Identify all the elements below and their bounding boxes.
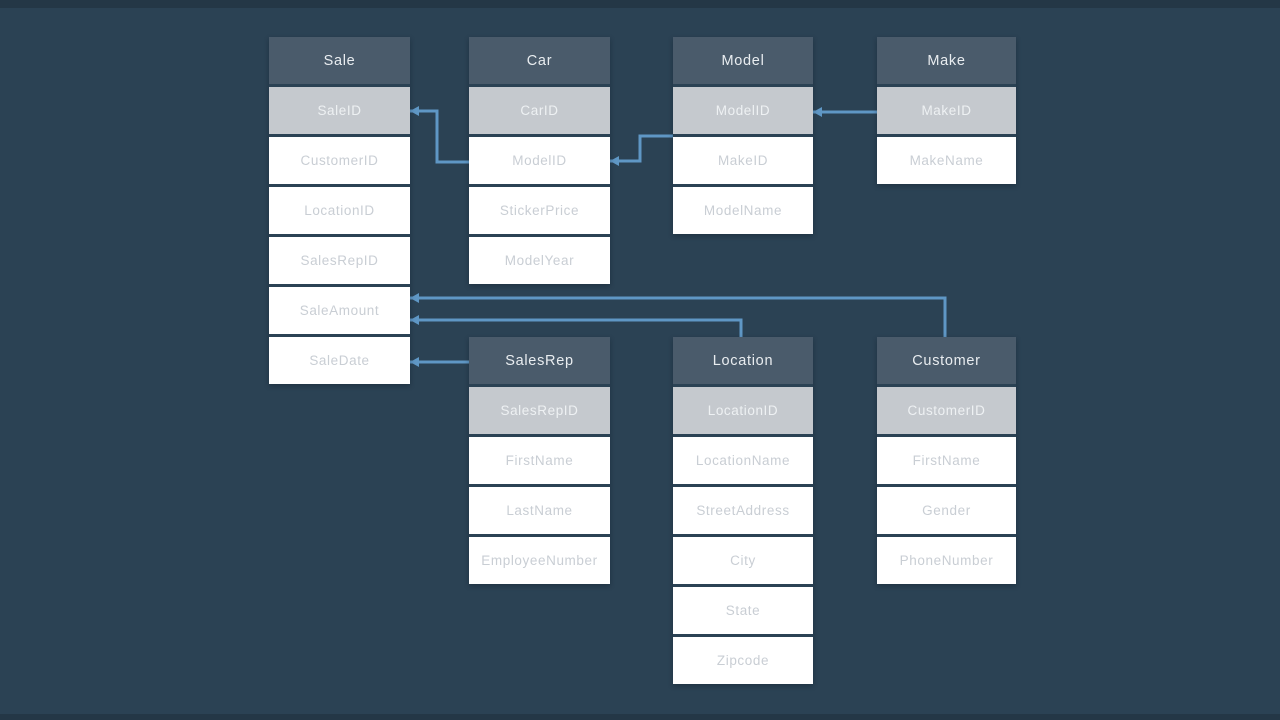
connector-model-modelid-to-make-makeid[interactable] — [813, 107, 877, 117]
connector-sale-to-location-arrowhead-icon — [410, 315, 419, 325]
field-row-salesrep-employeenumber[interactable]: EmployeeNumber — [469, 537, 610, 584]
connector-sale-to-customer-arrowhead-icon — [410, 293, 419, 303]
connector-car-modelid-to-model-line[interactable] — [610, 134, 673, 163]
field-row-location-state[interactable]: State — [673, 587, 813, 634]
field-row-sale-saleamount[interactable]: SaleAmount — [269, 287, 410, 334]
primary-key-row-car[interactable]: CarID — [469, 87, 610, 134]
connector-sale-saleid-to-car-modelid-arrowhead-icon — [410, 106, 419, 116]
entity-header-make[interactable]: Make — [877, 37, 1016, 84]
field-row-customer-firstname[interactable]: FirstName — [877, 437, 1016, 484]
connector-sale-to-location[interactable] — [410, 315, 743, 337]
field-row-location-locationname[interactable]: LocationName — [673, 437, 813, 484]
entity-header-car[interactable]: Car — [469, 37, 610, 84]
connector-sale-to-customer-line[interactable] — [410, 296, 947, 337]
connector-sale-saleid-to-car-modelid[interactable] — [410, 106, 469, 164]
primary-key-row-sale[interactable]: SaleID — [269, 87, 410, 134]
primary-key-row-location[interactable]: LocationID — [673, 387, 813, 434]
field-row-customer-gender[interactable]: Gender — [877, 487, 1016, 534]
field-row-car-modelyear[interactable]: ModelYear — [469, 237, 610, 284]
field-row-make-makename[interactable]: MakeName — [877, 137, 1016, 184]
connector-model-modelid-to-make-makeid-arrowhead-icon — [813, 107, 822, 117]
field-row-salesrep-firstname[interactable]: FirstName — [469, 437, 610, 484]
entity-header-customer[interactable]: Customer — [877, 337, 1016, 384]
field-row-sale-saledate[interactable]: SaleDate — [269, 337, 410, 384]
connector-sale-saleid-to-car-modelid-line[interactable] — [410, 109, 469, 164]
primary-key-row-model[interactable]: ModelID — [673, 87, 813, 134]
field-row-location-zipcode[interactable]: Zipcode — [673, 637, 813, 684]
field-row-sale-customerid[interactable]: CustomerID — [269, 137, 410, 184]
field-row-model-modelname[interactable]: ModelName — [673, 187, 813, 234]
field-row-location-city[interactable]: City — [673, 537, 813, 584]
entity-header-location[interactable]: Location — [673, 337, 813, 384]
entity-header-model[interactable]: Model — [673, 37, 813, 84]
primary-key-row-salesrep[interactable]: SalesRepID — [469, 387, 610, 434]
connector-car-modelid-to-model[interactable] — [610, 134, 673, 166]
entity-header-sale[interactable]: Sale — [269, 37, 410, 84]
field-row-sale-locationid[interactable]: LocationID — [269, 187, 410, 234]
primary-key-row-customer[interactable]: CustomerID — [877, 387, 1016, 434]
primary-key-row-make[interactable]: MakeID — [877, 87, 1016, 134]
connector-car-modelid-to-model-arrowhead-icon — [610, 156, 619, 166]
connector-sale-to-location-line[interactable] — [410, 318, 743, 337]
field-row-customer-phonenumber[interactable]: PhoneNumber — [877, 537, 1016, 584]
connector-sale-to-customer[interactable] — [410, 293, 947, 337]
field-row-location-streetaddress[interactable]: StreetAddress — [673, 487, 813, 534]
connector-sale-saledate-to-salesrep[interactable] — [410, 357, 469, 367]
field-row-model-makeid[interactable]: MakeID — [673, 137, 813, 184]
connector-sale-saledate-to-salesrep-arrowhead-icon — [410, 357, 419, 367]
field-row-sale-salesrepid[interactable]: SalesRepID — [269, 237, 410, 284]
field-row-salesrep-lastname[interactable]: LastName — [469, 487, 610, 534]
field-row-car-modelid[interactable]: ModelID — [469, 137, 610, 184]
field-row-car-stickerprice[interactable]: StickerPrice — [469, 187, 610, 234]
entity-header-salesrep[interactable]: SalesRep — [469, 337, 610, 384]
